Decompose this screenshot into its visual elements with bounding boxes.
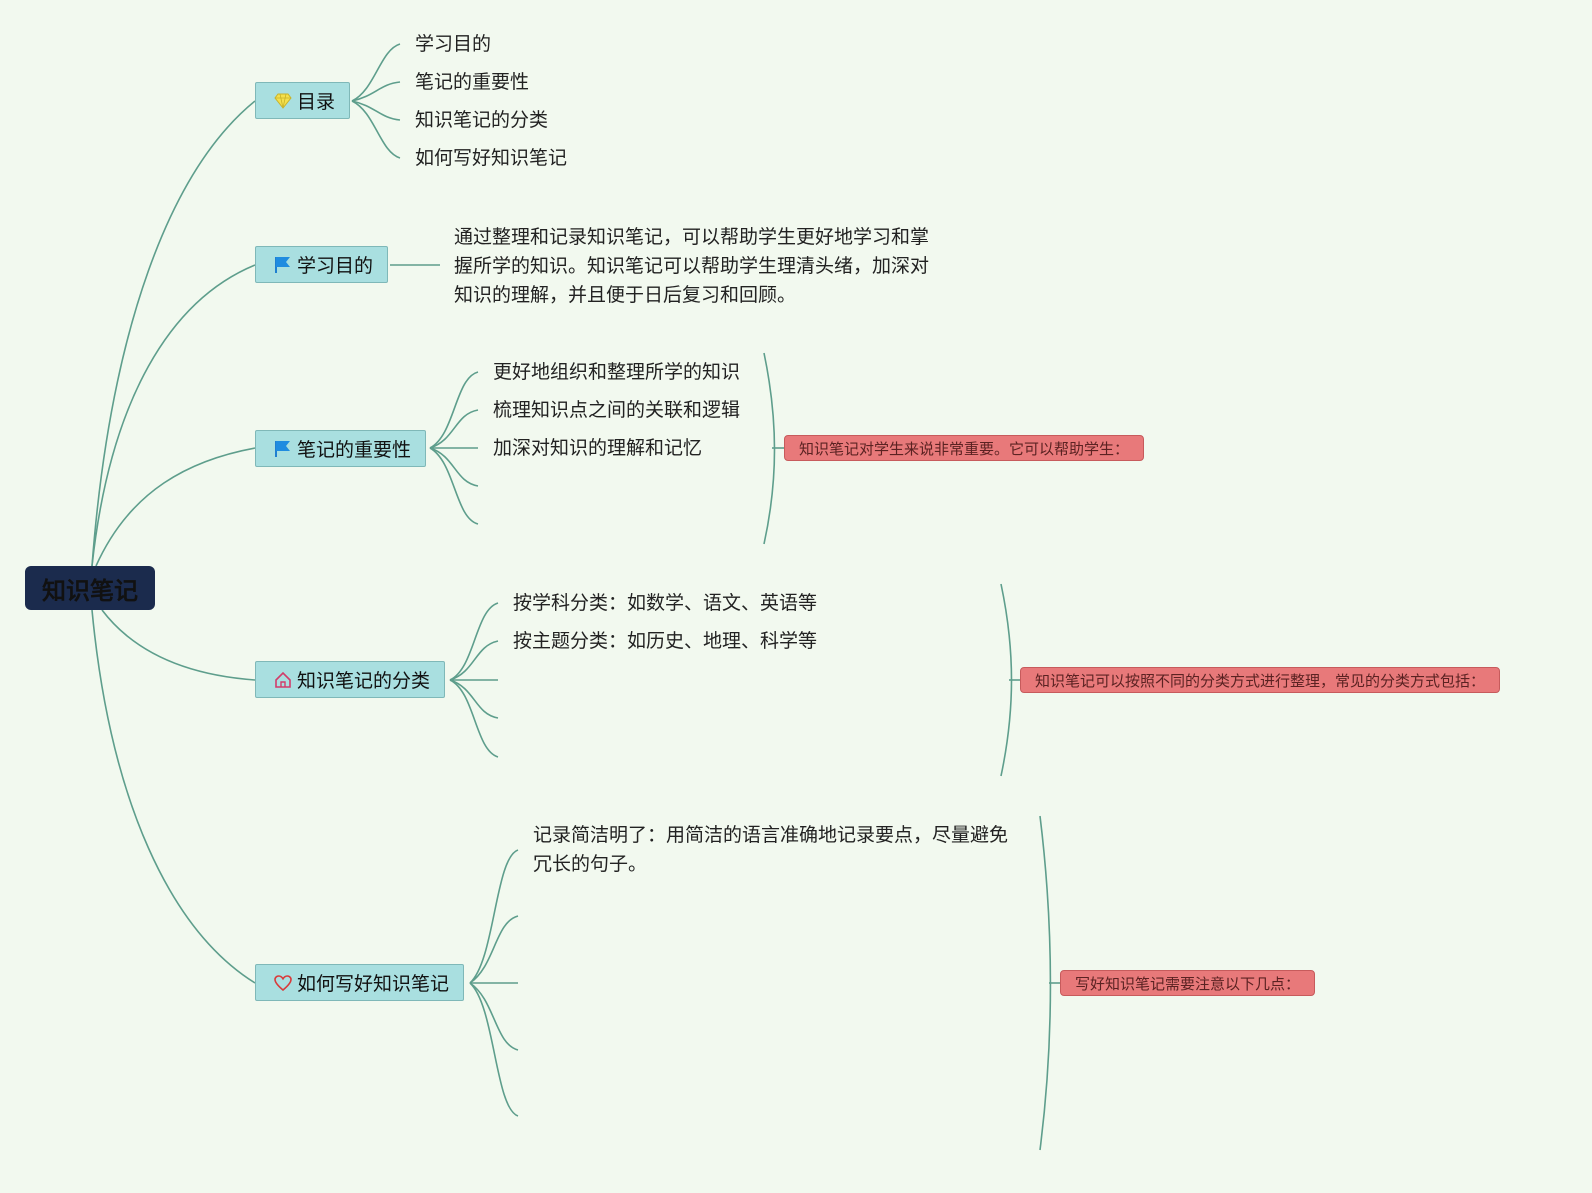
topic-importance[interactable]: 笔记的重要性	[255, 430, 427, 467]
connector-root-purpose	[91, 264, 256, 567]
summary-label: 知识笔记可以按照不同的分类方式进行整理，常见的分类方式包括：	[1035, 671, 1486, 690]
bracket-howto	[1039, 815, 1052, 1151]
root-label: 知识笔记	[42, 576, 138, 605]
importance-item[interactable]: 梳理知识点之间的关联和逻辑	[493, 399, 741, 421]
paragraph-line: 冗长的句子。	[533, 853, 648, 875]
connector-howto-2	[469, 915, 519, 984]
summary-classification[interactable]: 知识笔记可以按照不同的分类方式进行整理，常见的分类方式包括：	[1020, 667, 1501, 693]
summary-importance[interactable]: 知识笔记对学生来说非常重要。它可以帮助学生：	[784, 435, 1145, 461]
home-icon	[272, 670, 294, 690]
classification-item[interactable]: 按主题分类：如历史、地理、科学等	[513, 630, 818, 652]
connector-toc-3	[351, 100, 401, 121]
paragraph-line: 握所学的知识。知识笔记可以帮助学生理清头绪，加深对	[454, 255, 930, 277]
topic-howto[interactable]: 如何写好知识笔记	[255, 964, 465, 1001]
connector-howto-1	[469, 849, 519, 984]
heart-icon	[272, 973, 294, 993]
topic-label: 知识笔记的分类	[297, 670, 431, 692]
diamond-icon	[272, 91, 294, 111]
connector-importance-2	[429, 409, 479, 449]
topic-label: 笔记的重要性	[297, 439, 412, 461]
paragraph-line: 记录简洁明了：用简洁的语言准确地记录要点，尽量避免	[533, 824, 1009, 846]
topic-classification[interactable]: 知识笔记的分类	[255, 661, 446, 698]
purpose-paragraph[interactable]: 通过整理和记录知识笔记，可以帮助学生更好地学习和掌 握所学的知识。知识笔记可以帮…	[454, 223, 974, 310]
toc-item[interactable]: 知识笔记的分类	[415, 109, 549, 131]
bracket-importance	[763, 352, 776, 545]
connector-root-importance	[95, 447, 256, 567]
connector-class-2	[449, 640, 499, 681]
topic-purpose[interactable]: 学习目的	[255, 246, 389, 283]
connector-class-5	[449, 679, 499, 758]
paragraph-line: 通过整理和记录知识笔记，可以帮助学生更好地学习和掌	[454, 226, 930, 248]
toc-item[interactable]: 学习目的	[415, 33, 492, 55]
topic-label: 如何写好知识笔记	[297, 973, 450, 995]
paragraph-line: 知识的理解，并且便于日后复习和回顾。	[454, 284, 797, 306]
connector-importance-5	[429, 447, 479, 525]
connector-howto-5	[469, 982, 519, 1117]
connector-toc-4	[351, 100, 401, 159]
flag-icon	[272, 255, 294, 275]
toc-item[interactable]: 如何写好知识笔记	[415, 147, 568, 169]
connector-importance-1	[429, 371, 479, 449]
topic-toc[interactable]: 目录	[255, 82, 351, 119]
connector-howto-4	[469, 982, 519, 1051]
connector-toc-1	[351, 43, 401, 102]
connector-class-1	[449, 602, 499, 681]
summary-label: 写好知识笔记需要注意以下几点：	[1075, 974, 1301, 993]
summary-howto[interactable]: 写好知识笔记需要注意以下几点：	[1060, 970, 1316, 996]
classification-item[interactable]: 按学科分类：如数学、语文、英语等	[513, 592, 818, 614]
importance-item[interactable]: 更好地组织和整理所学的知识	[493, 361, 741, 383]
topic-label: 目录	[297, 91, 336, 113]
connector-root-howto	[91, 609, 256, 984]
toc-item[interactable]: 笔记的重要性	[415, 71, 530, 93]
root-node[interactable]: 知识笔记	[25, 566, 155, 610]
topic-label: 学习目的	[297, 255, 374, 277]
importance-item[interactable]: 加深对知识的理解和记忆	[493, 437, 703, 459]
connector-toc-2	[351, 81, 401, 102]
howto-paragraph[interactable]: 记录简洁明了：用简洁的语言准确地记录要点，尽量避免 冗长的句子。	[533, 821, 1053, 879]
summary-label: 知识笔记对学生来说非常重要。它可以帮助学生：	[799, 439, 1130, 458]
connector-class-4	[449, 679, 499, 719]
flag-icon	[272, 439, 294, 459]
connector-importance-4	[429, 447, 479, 487]
connector-root-classification	[101, 609, 256, 681]
connector-root-toc	[91, 100, 256, 567]
